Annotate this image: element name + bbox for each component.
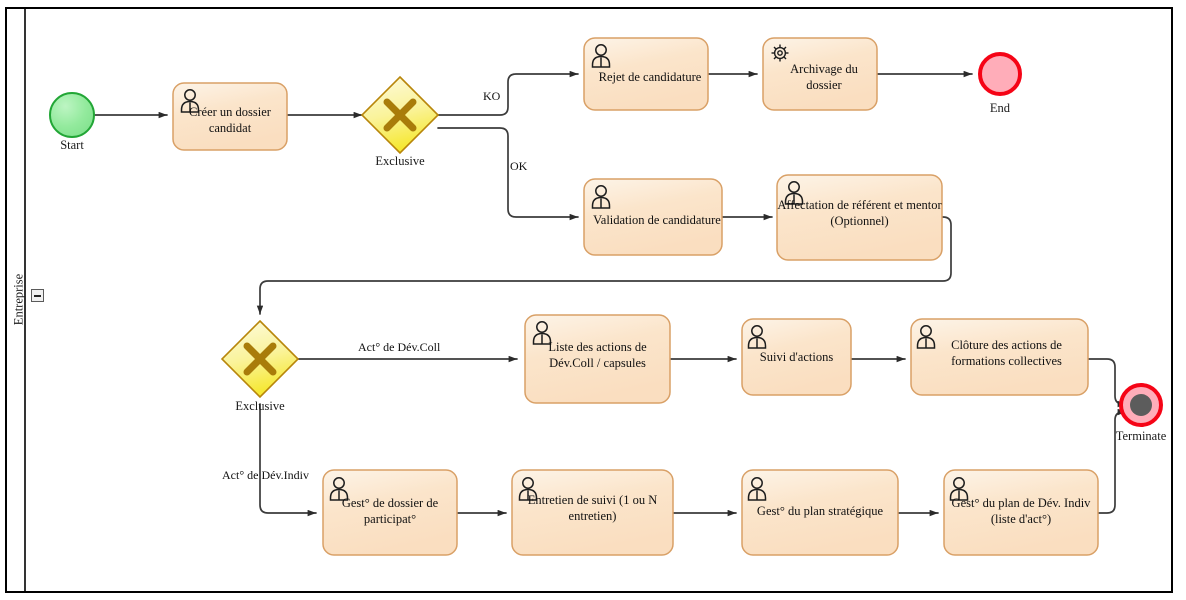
- task-label-liste-actions-dev-coll: Liste des actions de Dév.Coll / capsules: [548, 340, 647, 370]
- task-label-cloture-actions-formations: Clôture des actions de formations collec…: [951, 338, 1062, 368]
- exclusive-x-icon: [383, 98, 417, 132]
- task-creer-dossier-candidat[interactable]: [172, 82, 288, 151]
- gateway-exclusive-1[interactable]: [360, 75, 440, 155]
- task-label-gest-plan-strategique: Gest° du plan stratégique: [756, 504, 884, 519]
- event-label-terminate: Terminate: [1115, 429, 1167, 443]
- user-task-icon: [747, 477, 767, 501]
- task-cloture-actions-formations[interactable]: [910, 318, 1089, 396]
- user-task-icon: [180, 89, 200, 113]
- task-label-validation-candidature: Validation de candidature: [593, 213, 721, 228]
- user-task-icon: [949, 477, 969, 501]
- task-validation-candidature[interactable]: [583, 178, 723, 256]
- start-event[interactable]: [49, 92, 95, 138]
- user-task-icon: [747, 325, 767, 349]
- task-affectation-referent-mentor[interactable]: [776, 174, 943, 261]
- end-event[interactable]: [978, 52, 1022, 96]
- task-suivi-actions[interactable]: [741, 318, 852, 396]
- gateway-exclusive-2[interactable]: [220, 319, 300, 399]
- task-label-affectation-referent-mentor: Affectation de référent et mentor (Optio…: [777, 198, 942, 228]
- task-label-entretien-suivi: Entretien de suivi (1 ou N entretien): [527, 493, 658, 523]
- task-gest-dossier-participat[interactable]: [322, 469, 458, 556]
- task-label-archivage-dossier: Archivage du dossier: [790, 62, 858, 92]
- gear-service-task-icon: [771, 44, 789, 62]
- task-rejet-candidature[interactable]: [583, 37, 709, 111]
- user-task-icon: [784, 181, 804, 205]
- task-gest-plan-strategique[interactable]: [741, 469, 899, 556]
- event-label-start: Start: [60, 138, 84, 152]
- event-shape-layer: [49, 52, 1163, 427]
- flow-affectation-to-gw2: [256, 216, 952, 315]
- gateway-label-exclusive-1: Exclusive: [375, 154, 425, 168]
- user-task-icon: [591, 185, 611, 209]
- flow-plan-dev-to-terminate: [1097, 408, 1127, 514]
- flow-label-act-dev-coll: Act° de Dév.Coll: [358, 340, 441, 354]
- event-label-end: End: [989, 101, 1011, 115]
- task-gest-plan-dev-indiv[interactable]: [943, 469, 1099, 556]
- sequence-flow-layer: [93, 70, 1127, 517]
- user-task-icon: [916, 325, 936, 349]
- terminate-end-event[interactable]: [1119, 383, 1163, 427]
- task-label-creer-dossier-candidat: Créer un dossier candidat: [189, 105, 271, 135]
- flow-label-ko: KO: [483, 89, 501, 103]
- user-task-icon: [532, 321, 552, 345]
- task-archivage-dossier[interactable]: [762, 37, 878, 111]
- task-label-gest-dossier-participat: Gest° de dossier de participat°: [341, 496, 439, 526]
- pool-title-entreprise: Entreprise: [11, 273, 26, 326]
- pool-collapse-button[interactable]: [31, 289, 44, 302]
- user-task-icon: [518, 477, 538, 501]
- task-label-suivi-actions: Suivi d'actions: [759, 350, 834, 365]
- flow-gw2-indiv-to-gest-dossier: [259, 403, 317, 517]
- task-entretien-suivi[interactable]: [511, 469, 674, 556]
- task-liste-actions-dev-coll[interactable]: [524, 314, 671, 404]
- task-label-gest-plan-dev-indiv: Gest° du plan de Dév. Indiv (liste d'act…: [951, 496, 1091, 526]
- gateway-shape-layer: [220, 75, 440, 399]
- minus-icon: [34, 294, 41, 297]
- flow-label-ok: OK: [510, 159, 528, 173]
- gateway-label-exclusive-2: Exclusive: [235, 399, 285, 413]
- flow-gw1-ok-to-validation: [437, 127, 579, 221]
- task-shape-layer: [172, 37, 1099, 556]
- user-task-icon: [329, 477, 349, 501]
- flow-label-act-dev-indiv: Act° de Dév.Indiv: [222, 468, 309, 482]
- task-label-rejet-candidature: Rejet de candidature: [598, 70, 702, 85]
- exclusive-x-icon: [243, 342, 277, 376]
- flow-gw1-ko-to-rejet: [437, 70, 579, 116]
- user-task-icon: [591, 44, 611, 68]
